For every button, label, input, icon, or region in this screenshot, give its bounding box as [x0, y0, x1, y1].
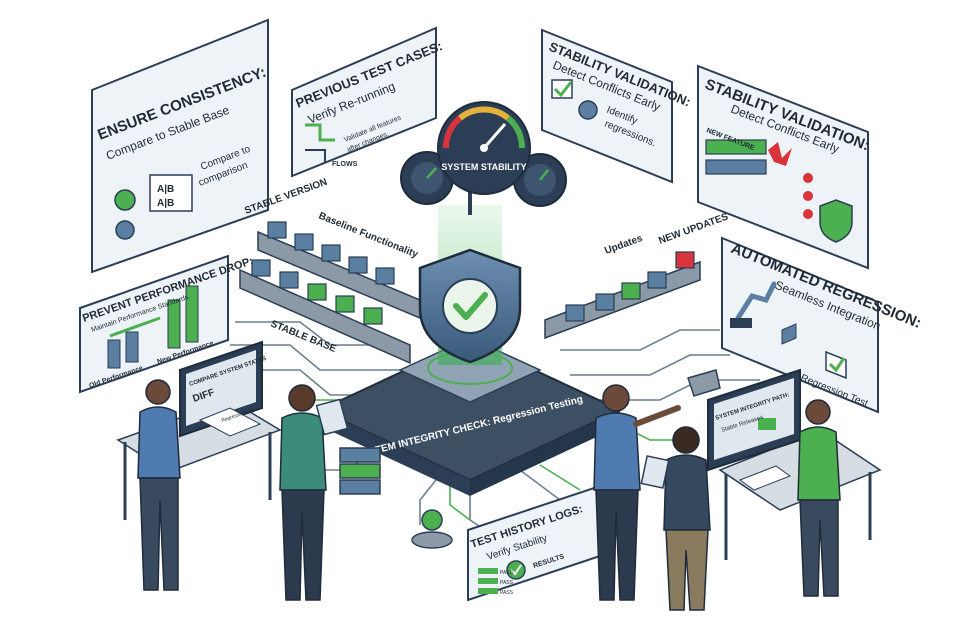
gauge-label: SYSTEM STABILITY — [441, 162, 526, 172]
panel-stability-validation-a — [541, 28, 673, 184]
consistency-ab-bottom: A|B — [157, 198, 174, 209]
connector-plug-icon — [687, 369, 721, 397]
stability-gauge-cluster — [400, 101, 567, 215]
person-left-woman — [137, 379, 181, 591]
server-stack — [339, 447, 381, 495]
bug-icon — [803, 191, 813, 201]
gear-icon — [114, 189, 136, 211]
panel-prevent-performance-drop — [79, 254, 229, 394]
history-pass-2: PASS — [500, 580, 514, 586]
gear-icon — [115, 220, 135, 240]
history-pass-1: PASS — [500, 570, 514, 576]
central-platform — [317, 337, 623, 496]
shield-icon — [819, 199, 853, 243]
bug-icon — [803, 173, 813, 183]
left-workstation — [116, 340, 282, 520]
history-pass-3: PASS — [500, 590, 514, 596]
label-new-updates: NEW UPDATES — [657, 211, 730, 246]
shield-check-icon — [418, 248, 522, 364]
right-conveyor — [544, 251, 701, 340]
panel-automated-regression — [721, 236, 879, 414]
conflict-burst-icon — [768, 142, 792, 166]
label-updates: Updates — [603, 233, 644, 257]
gear-icon — [578, 100, 598, 120]
left-conveyor — [239, 221, 421, 365]
panel-ensure-consistency — [91, 18, 269, 274]
person-pointing-man — [593, 384, 681, 601]
person-tablet-man-right — [640, 426, 711, 611]
panel-previous-test-cases — [291, 26, 437, 178]
lock-node — [411, 509, 453, 549]
person-right-woman — [797, 399, 841, 597]
panel-stability-validation-b — [697, 64, 869, 270]
robot-arm-icon — [735, 281, 777, 321]
previous-flows: FLOWS — [332, 161, 358, 168]
bug-icon — [803, 209, 813, 219]
consistency-ab-top: A|B — [157, 184, 174, 195]
person-tablet-man — [279, 384, 349, 601]
